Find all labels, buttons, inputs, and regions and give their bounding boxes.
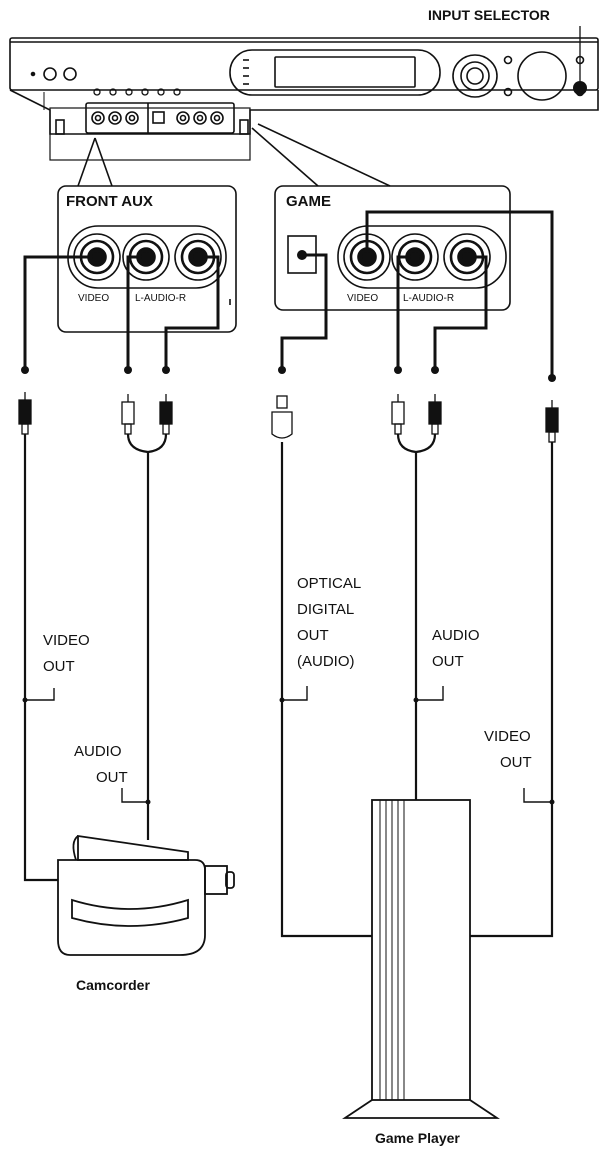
av-receiver-front-panel [9,26,599,187]
game-player-name: Game Player [375,1130,460,1146]
optical-out-line1: OPTICAL [297,575,361,592]
camcorder-audio-out-line2: OUT [96,769,128,786]
optical-out-line3: OUT [297,627,329,644]
game-audio-out-line2: OUT [432,653,464,670]
game-video-label: VIDEO [347,293,378,304]
optical-out-line4: (AUDIO) [297,653,355,670]
front-aux-audio-label: L-AUDIO-R [135,293,186,304]
camcorder-name: Camcorder [76,977,150,993]
game-audio-out-line1: AUDIO [432,627,480,644]
game-player-illustration [342,799,500,1119]
camcorder-video-out-line1: VIDEO [43,632,90,649]
rca-plugs [18,392,559,443]
game-audio-label: L-AUDIO-R [403,293,454,304]
input-selector-knob [573,81,587,95]
game-title: GAME [286,193,331,210]
camcorder-audio-out-line1: AUDIO [74,743,122,760]
camcorder-illustration [57,834,235,956]
input-selector-label: INPUT SELECTOR [428,7,550,23]
game-video-out-line2: OUT [500,754,532,771]
cables [23,210,554,378]
camcorder-video-out-line2: OUT [43,658,75,675]
game-video-out-line1: VIDEO [484,728,531,745]
front-aux-title: FRONT AUX [66,193,153,210]
front-aux-video-label: VIDEO [78,293,109,304]
optical-out-line2: DIGITAL [297,601,354,618]
